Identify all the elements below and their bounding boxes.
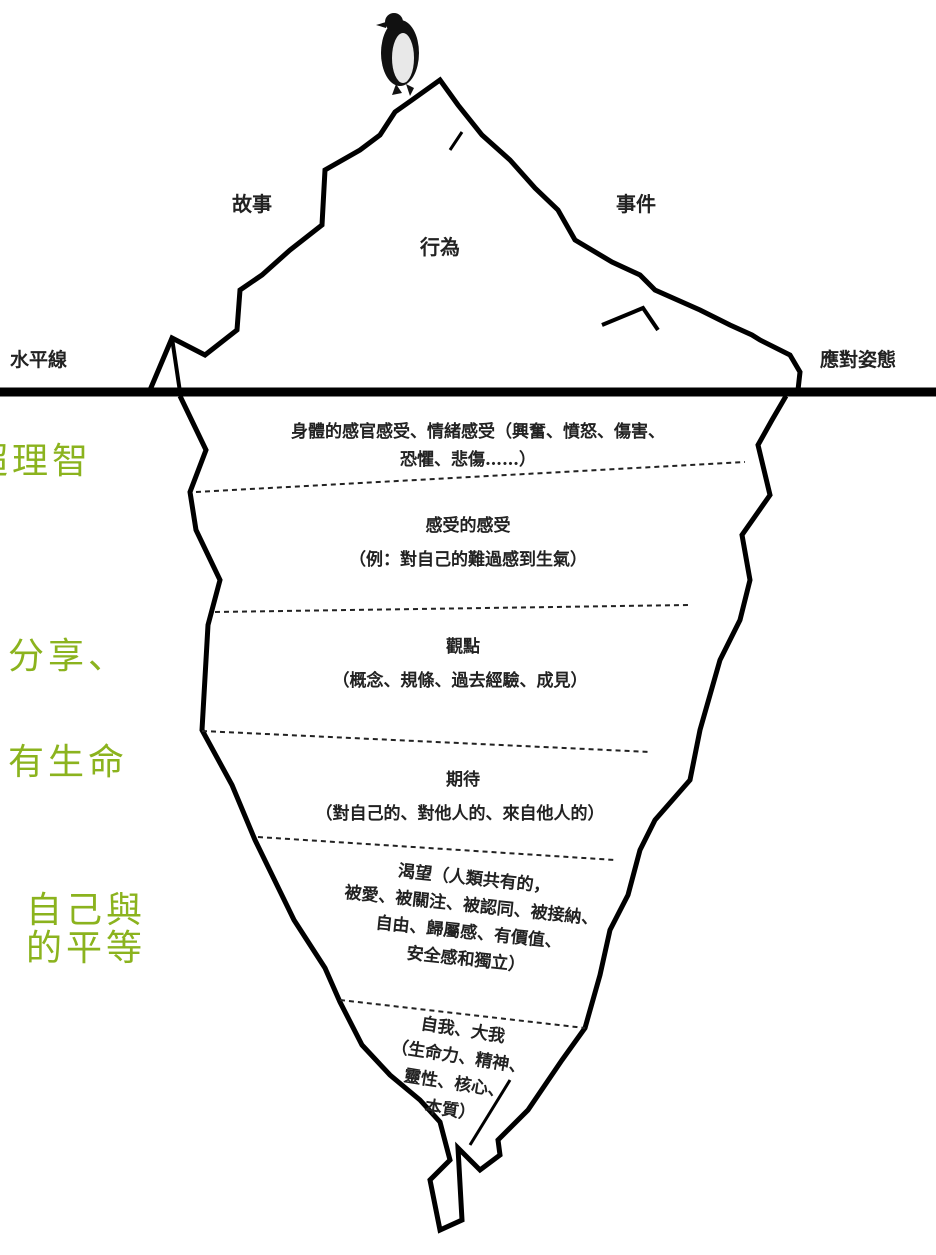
layer-perceptions-detail: （概念、規條、過去經驗、成見） [333,670,588,691]
overlay-text-1: 超理智 [0,441,92,482]
layer-feelings-about-feelings-title: 感受的感受 [426,515,511,536]
overlay-text-2: 分享、 [8,636,128,677]
overlay-text-3: 有生命 [8,742,128,783]
layer-perceptions-title: 觀點 [446,636,480,657]
layer-self-line4: 本質） [423,1096,477,1125]
behavior-label: 行為 [419,235,460,259]
layer-yearnings-line4: 安全感和獨立） [406,943,527,976]
layer-sensations-line1: 身體的感官感受、情緒感受（興奮、憤怒、傷害、 [291,421,665,442]
event-label: 事件 [616,192,656,216]
layer-divider-4 [257,836,616,861]
coping-label: 應對姿態 [820,348,896,371]
iceberg-tip-outline [147,76,803,391]
layer-yearnings: 渴望（人類共有的， 被愛、被關注、被認同、被接納、 自由、歸屬感、有價值、 安全… [344,860,600,976]
tip-crack-2 [601,305,660,332]
layer-divider-1 [195,461,746,493]
layer-expectations-detail: （對自己的、對他人的、來自他人的） [316,803,605,824]
layer-expectations-title: 期待 [446,769,480,790]
layer-divider-2 [214,604,689,613]
layer-divider-3 [201,730,651,753]
horizon-label: 水平線 [10,348,67,371]
penguin-icon [376,13,419,96]
tip-notch-left [170,337,182,393]
tip-crack-1 [448,131,464,151]
layer-self: 自我、大我 （生命力、精神、 靈性、核心、 本質） [390,1013,528,1125]
story-label: 故事 [232,192,272,216]
inner-crack [468,1079,512,1146]
layer-feelings-about-feelings-example: （例：對自己的難過感到生氣） [349,549,587,570]
overlay-text-5: 的平等 [26,928,146,969]
overlay-text-4: 自己與 [26,890,146,931]
layer-sensations-line2: 恐懼、悲傷……） [400,449,536,470]
iceberg-body-outline [177,394,789,1234]
